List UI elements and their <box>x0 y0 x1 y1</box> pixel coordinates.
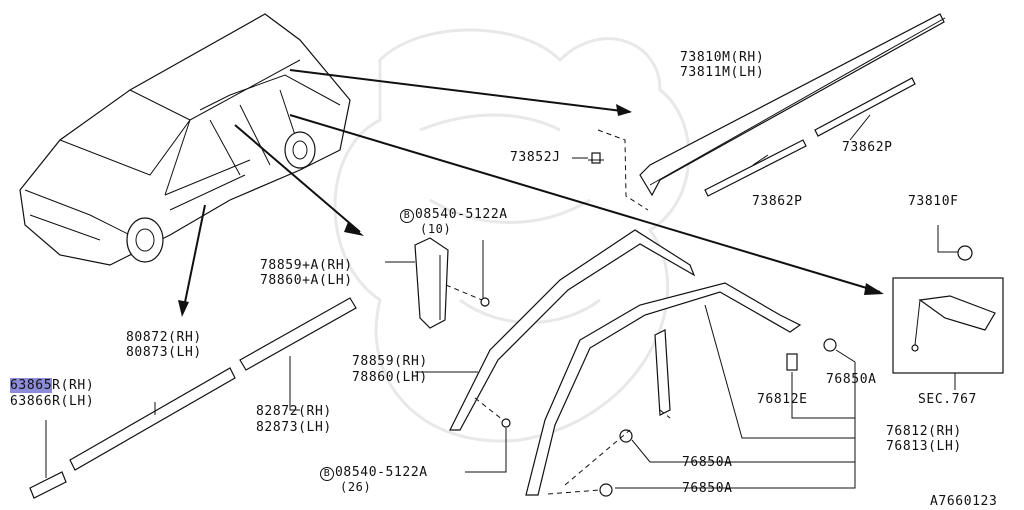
bolt-lower <box>465 397 511 473</box>
highlighted-part-number: 63865 <box>10 378 53 393</box>
sec-767-box <box>892 277 1004 390</box>
door-sash-rear <box>449 229 696 431</box>
diagram-id: A7660123 <box>930 494 998 509</box>
label-63865: 63865R(RH) <box>10 378 94 393</box>
label-73862p-front: 73862P <box>752 194 803 209</box>
label-bolt-upper-qty: (10) <box>420 222 452 236</box>
clip-73852j <box>588 129 649 211</box>
label-76850a-upper: 76850A <box>826 372 877 387</box>
roof-strip-rear <box>814 77 916 137</box>
label-63866: 63866R(LH) <box>10 394 95 409</box>
label-78860a: 78860+A(LH) <box>260 273 353 288</box>
label-80872: 80872(RH) <box>126 330 202 345</box>
end-cap-63865 <box>29 471 67 499</box>
label-73810f: 73810F <box>908 194 959 209</box>
label-82872: 82872(RH) <box>256 404 332 419</box>
pillar-garnish-rear <box>414 237 449 329</box>
label-sec-767: SEC.767 <box>918 392 977 407</box>
bolt-upper <box>445 240 490 307</box>
label-82873: 82873(LH) <box>256 420 332 435</box>
label-76812e: 76812E <box>757 392 808 407</box>
door-sash-front <box>525 282 802 496</box>
callout-arrows <box>178 69 884 317</box>
bolt-b-icon: B <box>400 209 414 223</box>
label-76813: 76813(LH) <box>886 439 962 454</box>
label-76850a-lower: 76850A <box>682 481 733 496</box>
side-moulding-80872 <box>69 367 236 471</box>
clip-73810f <box>937 225 973 261</box>
label-78859a: 78859+A(RH) <box>260 258 353 273</box>
watermark-emblem <box>333 28 691 443</box>
car-illustration <box>19 13 351 266</box>
side-moulding-82872 <box>239 297 357 371</box>
label-76850a-middle: 76850A <box>682 455 733 470</box>
fasteners <box>547 338 856 497</box>
label-bolt-lower-qty: (26) <box>340 480 372 494</box>
label-73810m: 73810M(RH) <box>680 50 765 65</box>
label-73852j: 73852J <box>510 150 561 165</box>
label-73862p-rear: 73862P <box>842 140 893 155</box>
label-80873: 80873(LH) <box>126 345 202 360</box>
label-73811m: 73811M(LH) <box>680 65 765 80</box>
roof-rail <box>639 13 946 197</box>
bolt-upper-number: 08540-5122A <box>415 207 508 222</box>
label-78859: 78859(RH) <box>352 354 428 369</box>
label-76812: 76812(RH) <box>886 424 962 439</box>
label-78860: 78860(LH) <box>352 370 428 385</box>
bolt-lower-number: 08540-5122A <box>335 465 428 480</box>
bolt-b-icon: B <box>320 467 334 481</box>
roof-strip-front <box>704 139 807 197</box>
leader-lines <box>572 114 871 166</box>
label-63865-suffix: R(RH) <box>52 378 95 393</box>
